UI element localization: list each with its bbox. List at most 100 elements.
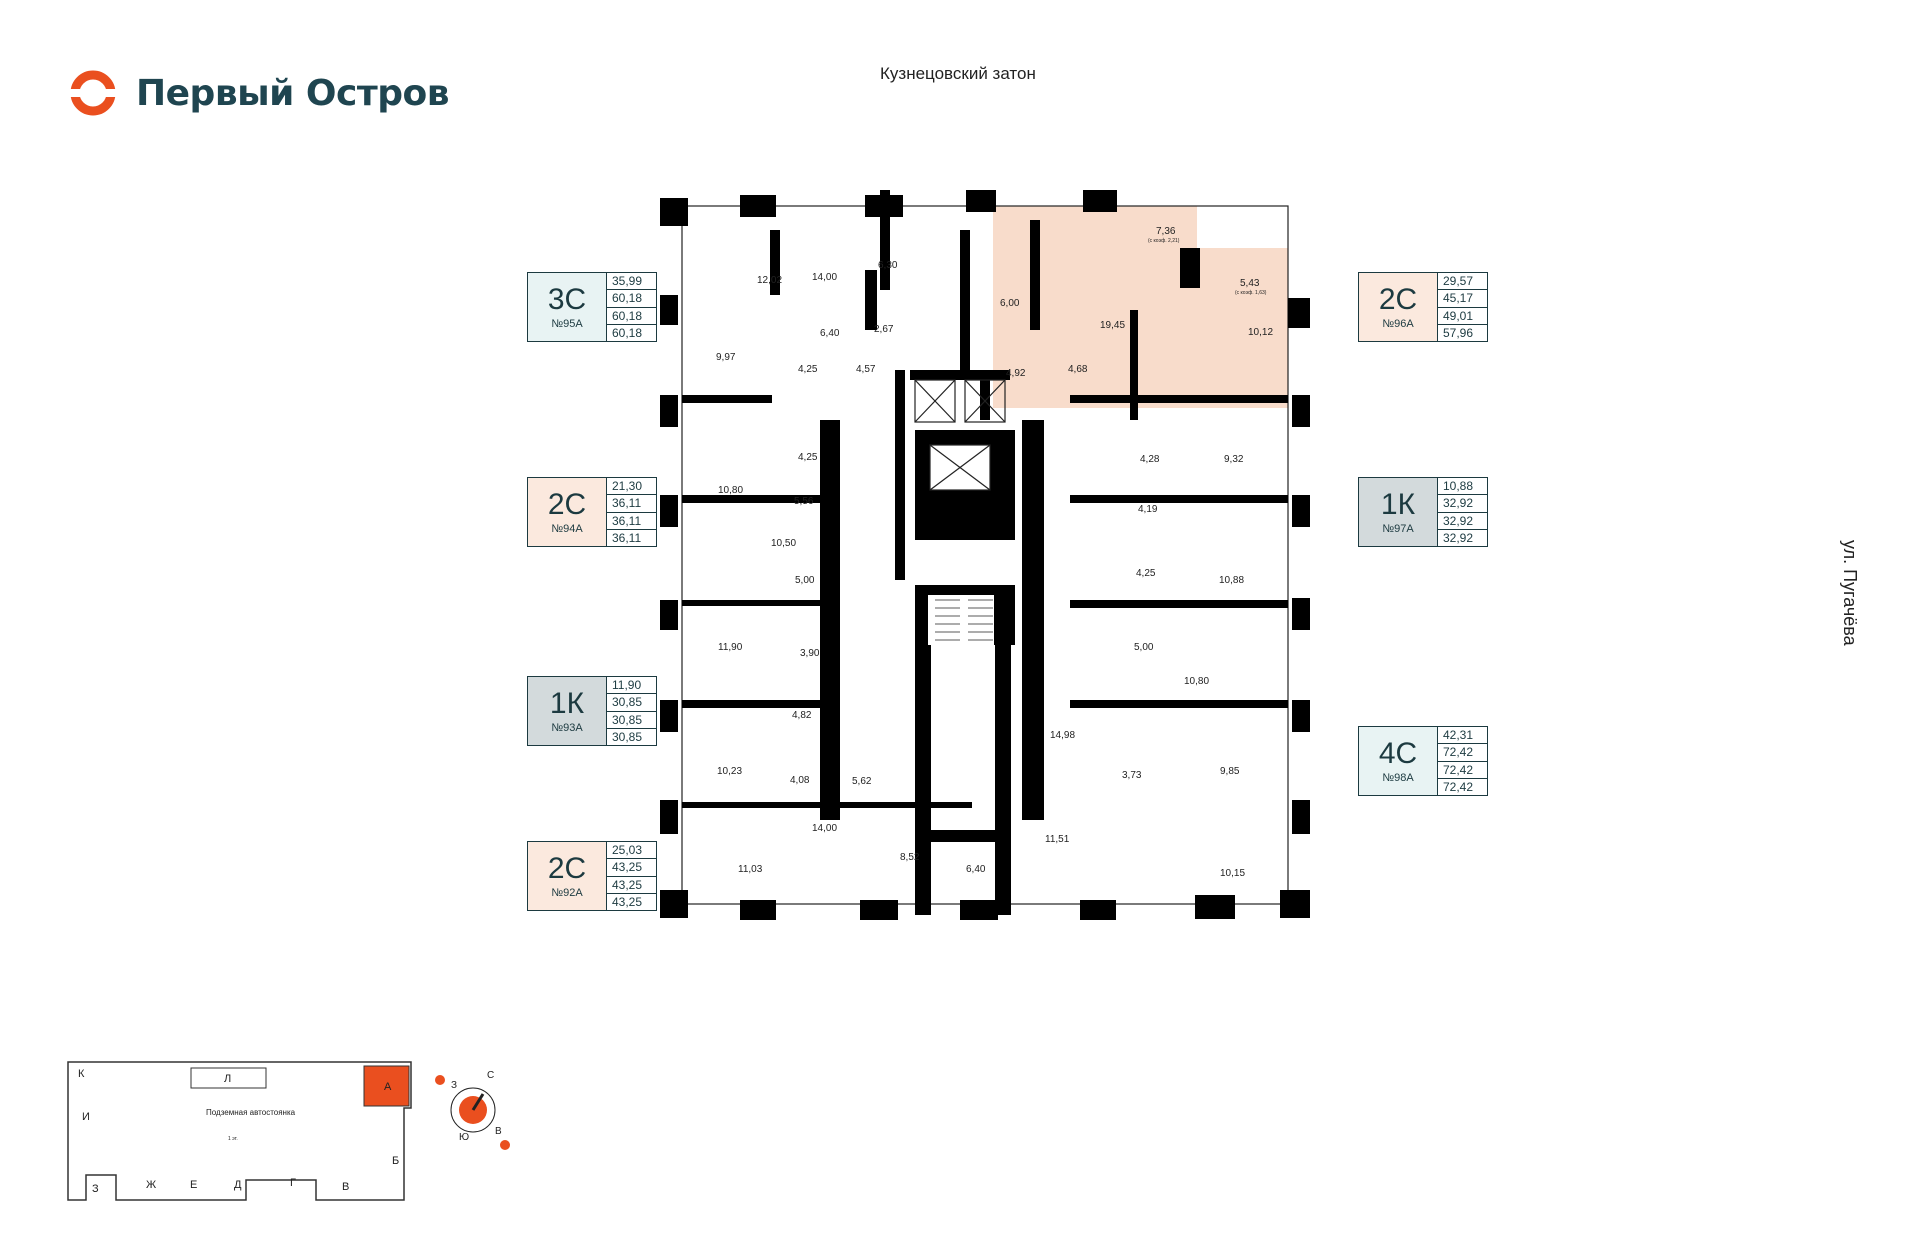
apartment-number: №94А [551,522,583,535]
apartment-type: 1К [1380,487,1416,521]
site-section-a[interactable] [363,1065,410,1107]
floor-plan: 12,02 14,00 6,30 2,67 6,40 9,97 4,25 4,5… [660,190,1310,930]
area-value: 30,85 [607,694,656,712]
area-value: 30,85 [612,729,643,744]
apartment-badge-94a[interactable]: 2С №94А 21,30 36,11 36,11 36,11 [527,477,657,547]
floor-plan-svg: 12,02 14,00 6,30 2,67 6,40 9,97 4,25 4,5… [660,190,1310,920]
area-value: 57,96 [1443,325,1474,340]
compass: С З Ю В [425,1060,520,1155]
apartment-badge-98a[interactable]: 4С №98А 42,31 72,42 72,42 72,42 [1358,726,1488,796]
apartment-areas: 29,57 45,17 49,01 57,96 [1438,272,1488,342]
apartment-number: №98А [1382,771,1414,784]
room-area: 3,73 [1122,770,1142,781]
area-value: 45,17 [1438,290,1487,308]
interior-walls [682,190,1288,915]
room-area: 4,28 [1140,454,1160,465]
apartment-badge-96a[interactable]: 2С №96А 29,57 45,17 49,01 57,96 [1358,272,1488,342]
apartment-areas: 21,30 36,11 36,11 36,11 [607,477,657,547]
site-section-labels: К Л А И Б З Ж Е Д Г В Подземная автостоя… [78,1068,399,1195]
room-area: 11,03 [738,864,763,875]
room-area: 4,08 [790,775,810,786]
area-value: 30,85 [607,712,656,729]
area-value: 36,11 [607,495,656,513]
compass-west: З [451,1080,457,1091]
brand-name: Первый Остров [136,72,450,114]
site-section-label: Л [224,1073,231,1085]
room-area: 10,12 [1248,327,1273,338]
site-section-l[interactable] [190,1067,267,1089]
room-area: 4,19 [1138,504,1158,515]
apartment-type: 3С [547,282,587,316]
room-area: 12,02 [757,275,782,286]
room-area: 14,00 [812,272,837,283]
compass-north: С [487,1070,494,1081]
site-section-label: З [92,1183,99,1195]
apartment-number: №96А [1382,317,1414,330]
apartment-badge-95a[interactable]: 3С №95А 35,99 60,18 60,18 60,18 [527,272,657,342]
area-value: 72,42 [1438,762,1487,779]
room-area: 10,80 [718,485,743,496]
site-section-label: К [78,1068,85,1080]
apartment-type-box: 2С №94А [527,477,607,547]
room-area: 10,50 [771,538,796,549]
room-coef: (с коэф. 1,63) [1235,290,1267,296]
brand-mark-icon [66,70,120,116]
apartment-type-box: 2С №96А [1358,272,1438,342]
structural-columns [660,190,1310,920]
area-value: 60,18 [612,325,643,340]
site-section-label: А [384,1081,392,1093]
area-value: 32,92 [1438,513,1487,530]
staircase [935,599,993,641]
room-area: 6,30 [878,260,898,271]
apartment-type: 2С [547,487,587,521]
apartment-type-box: 3С №95А [527,272,607,342]
site-section-label: В [342,1181,349,1193]
room-area: 2,67 [874,324,894,335]
room-area: 11,90 [718,642,743,653]
apartment-badge-92a[interactable]: 2С №92А 25,03 43,25 43,25 43,25 [527,841,657,911]
street-top-label: Кузнецовский затон [880,64,1036,83]
site-section-label: Г [290,1177,296,1189]
site-plan-sub: 1 эт. [228,1136,238,1142]
room-area: 5,00 [795,575,815,586]
apartment-type: 4С [1378,736,1418,770]
site-plan-svg: К Л А И Б З Ж Е Д Г В Подземная автостоя… [67,1061,412,1201]
room-area: 4,25 [798,364,818,375]
site-outline [67,1061,412,1201]
room-area: 9,97 [716,352,736,363]
apartment-type: 2С [1378,282,1418,316]
room-area: 9,32 [1224,454,1244,465]
room-area: 7,36 [1156,226,1176,237]
area-value: 60,18 [607,290,656,308]
apartment-type-box: 1К №97А [1358,477,1438,547]
apartment-number: №95А [551,317,583,330]
apartment-type-box: 1К №93А [527,676,607,746]
site-section-label: Б [392,1155,399,1167]
area-value: 36,11 [607,513,656,530]
apartment-number: №97А [1382,522,1414,535]
apartment-number: №93А [551,721,583,734]
area-value: 32,92 [1443,530,1474,545]
room-area: 5,62 [852,776,872,787]
room-labels: 12,02 14,00 6,30 2,67 6,40 9,97 4,25 4,5… [716,226,1273,879]
apartment-areas: 10,88 32,92 32,92 32,92 [1438,477,1488,547]
room-area: 4,25 [798,452,818,463]
apartment-areas: 25,03 43,25 43,25 43,25 [607,841,657,911]
room-area: 9,85 [1220,766,1240,777]
apartment-areas: 11,90 30,85 30,85 30,85 [607,676,657,746]
room-area: 6,40 [820,328,840,339]
room-area: 4,57 [856,364,876,375]
apartment-type-box: 2С №92А [527,841,607,911]
apartment-badge-97a[interactable]: 1К №97А 10,88 32,92 32,92 32,92 [1358,477,1488,547]
area-value: 21,30 [607,478,656,496]
room-area: 3,90 [800,648,820,659]
area-value: 72,42 [1438,744,1487,762]
area-value: 32,92 [1438,495,1487,513]
room-area: 10,23 [717,766,742,777]
apartment-badge-93a[interactable]: 1К №93А 11,90 30,85 30,85 30,85 [527,676,657,746]
room-area: 4,82 [792,710,812,721]
apartment-type-box: 4С №98А [1358,726,1438,796]
apartment-96a-area[interactable] [993,206,1288,408]
site-section-label: Е [190,1179,197,1191]
area-value: 60,18 [607,308,656,325]
